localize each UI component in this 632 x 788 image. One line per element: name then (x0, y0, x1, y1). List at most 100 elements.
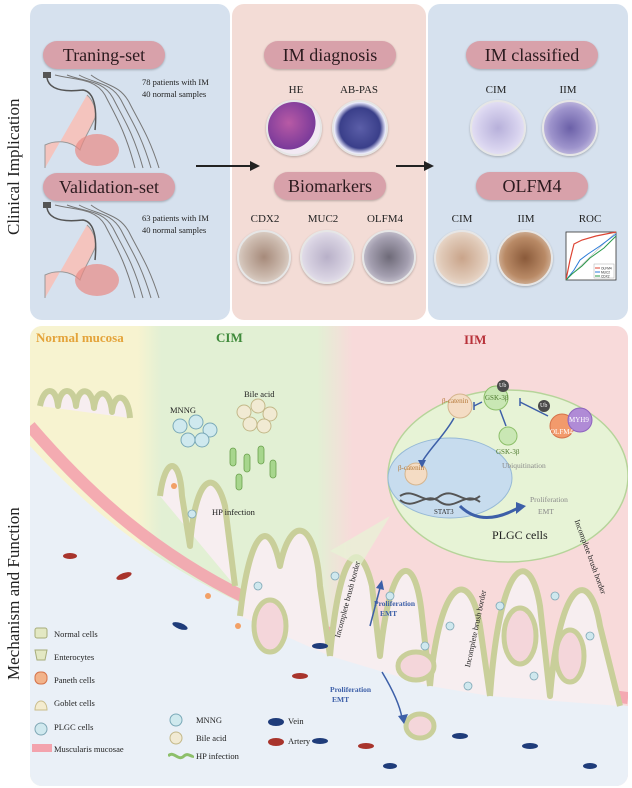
roc-line-muc2 (565, 233, 617, 281)
trigger-hp-infection: HP infection (212, 507, 255, 517)
legend-muscularis: Muscularis mucosae (54, 744, 124, 754)
legend-normal-cells: Normal cells (54, 629, 98, 639)
ub-node-1 (497, 380, 509, 392)
label-olfm4: OLFM4 (550, 428, 573, 436)
validation-stat-1: 63 patients with IM (142, 213, 209, 223)
legend-icons-col1 (32, 627, 52, 752)
panel-arrows (196, 161, 434, 171)
roc-legend-muc2: MUC2 (601, 271, 610, 275)
stain-label-he: HE (288, 84, 304, 96)
legend-vein-icon (268, 718, 284, 726)
stain-label-abpas: AB-PAS (339, 84, 379, 96)
label-gsk3b: GSK-3β (485, 394, 509, 402)
stomach-illustration-validation (43, 202, 160, 299)
side-label-clinical: Clinical Implication (4, 98, 23, 235)
training-set-title: Traning-set (43, 41, 165, 69)
stomach-illustration-training (43, 72, 160, 169)
legend-plgc-cells: PLGC cells (54, 722, 94, 732)
label-plgc-cells: PLGC cells (492, 528, 548, 542)
validation-set-title: Validation-set (43, 173, 175, 201)
ub-node-2 (538, 400, 550, 412)
biomarkers-title: Biomarkers (274, 172, 386, 200)
label-pathway-proliferation: Proliferation (530, 495, 568, 504)
training-stat-1: 78 patients with IM (142, 77, 209, 87)
olfm4-label-cim: CIM (451, 213, 473, 225)
legend-hp-infection: HP infection (196, 751, 239, 761)
iim-stain-image (542, 100, 598, 156)
legend-bile-acid-icon (169, 731, 183, 745)
side-label-mechanism: Mechanism and Function (4, 507, 23, 680)
label-myh9: MYH9 (569, 416, 589, 424)
olfm4-cim-image (434, 230, 490, 286)
trigger-bile-acid: Bile acid (244, 389, 275, 399)
label-beta-catenin: β-catenin (442, 397, 469, 405)
olfm4-stain-image (362, 230, 416, 284)
muc2-stain-image (300, 230, 354, 284)
label-ub-1: Ub (499, 383, 507, 389)
label-pathway-emt: EMT (538, 507, 554, 516)
roc-legend-cdx2: CDX2 (601, 275, 610, 279)
olfm4-label-iim: IIM (517, 213, 535, 225)
label-ub-2: Ub (540, 403, 548, 409)
trigger-mnng: MNNG (170, 405, 196, 415)
mechanism-panel: Normal mucosa CIM IIM MNNG Bile acid HP … (30, 326, 628, 786)
training-stat-2: 40 normal samples (142, 89, 207, 99)
gland-proliferation-2: Proliferation (330, 685, 372, 694)
marker-label-cdx2: CDX2 (250, 213, 280, 225)
mechanism-illustration (30, 326, 628, 786)
roc-line-cdx2 (565, 235, 617, 281)
label-ubiquitination: Ubiquitination (502, 461, 546, 470)
hp-bacteria (229, 445, 277, 491)
cim-stain-image (470, 100, 526, 156)
region-cim: CIM (216, 330, 243, 345)
legend-artery-icon (268, 738, 284, 746)
legend-paneth-icon (34, 671, 48, 685)
im-classified-title: IM classified (466, 41, 598, 69)
type-label-cim: CIM (485, 84, 507, 96)
type-label-iim: IIM (559, 84, 577, 96)
gland-emt-1: EMT (380, 609, 398, 618)
gland-proliferation-1: Proliferation (374, 599, 416, 608)
legend-hp-icon (168, 752, 194, 760)
region-iim: IIM (464, 332, 487, 347)
region-normal-mucosa: Normal mucosa (36, 330, 124, 345)
cdx2-stain-image (237, 230, 291, 284)
myh9-node (567, 407, 593, 433)
validation-stat-2: 40 normal samples (142, 225, 207, 235)
roc-legend-olfm4: OLFM4 (601, 267, 612, 271)
olfm4-iim-image (497, 230, 553, 286)
legend-goblet-cells: Goblet cells (54, 698, 95, 708)
legend-bile-acid: Bile acid (196, 733, 227, 743)
gland-emt-2: EMT (332, 695, 350, 704)
legend-icons-col2 (168, 713, 194, 760)
beta-catenin-node (447, 393, 473, 419)
roc-curve-plot: OLFM4 MUC2 CDX2 (565, 231, 617, 281)
olfm4-title: OLFM4 (476, 172, 588, 200)
roc-line-olfm4 (565, 231, 617, 281)
legend-plgc-icon (34, 722, 48, 736)
beta-catenin-nuclear-node (404, 462, 428, 486)
legend-mnng: MNNG (196, 715, 222, 725)
gsk3b-node (483, 385, 509, 411)
legend-vein: Vein (288, 716, 304, 726)
legend-enterocyte-icon (34, 649, 48, 661)
vessels (63, 553, 597, 769)
legend-paneth-cells: Paneth cells (54, 675, 95, 685)
marker-label-muc2: MUC2 (307, 213, 339, 225)
im-diagnosis-title: IM diagnosis (264, 41, 396, 69)
he-stain-image (266, 100, 322, 156)
marker-label-olfm4: OLFM4 (366, 213, 404, 225)
label-stat3: STAT3 (434, 508, 454, 516)
legend-goblet-icon (34, 700, 48, 711)
legend-icons-col3 (268, 718, 284, 746)
legend-muscularis-icon (32, 744, 52, 752)
legend-mnng-icon (169, 713, 183, 727)
legend-artery: Artery (288, 736, 311, 746)
label-gsk3b-2: GSK-3β (496, 448, 520, 456)
legend-enterocytes: Enterocytes (54, 652, 95, 662)
olfm4-label-roc: ROC (578, 213, 602, 225)
nucleus (387, 437, 513, 519)
legend-normal-cell-icon (34, 627, 48, 639)
abpas-stain-image (332, 100, 388, 156)
